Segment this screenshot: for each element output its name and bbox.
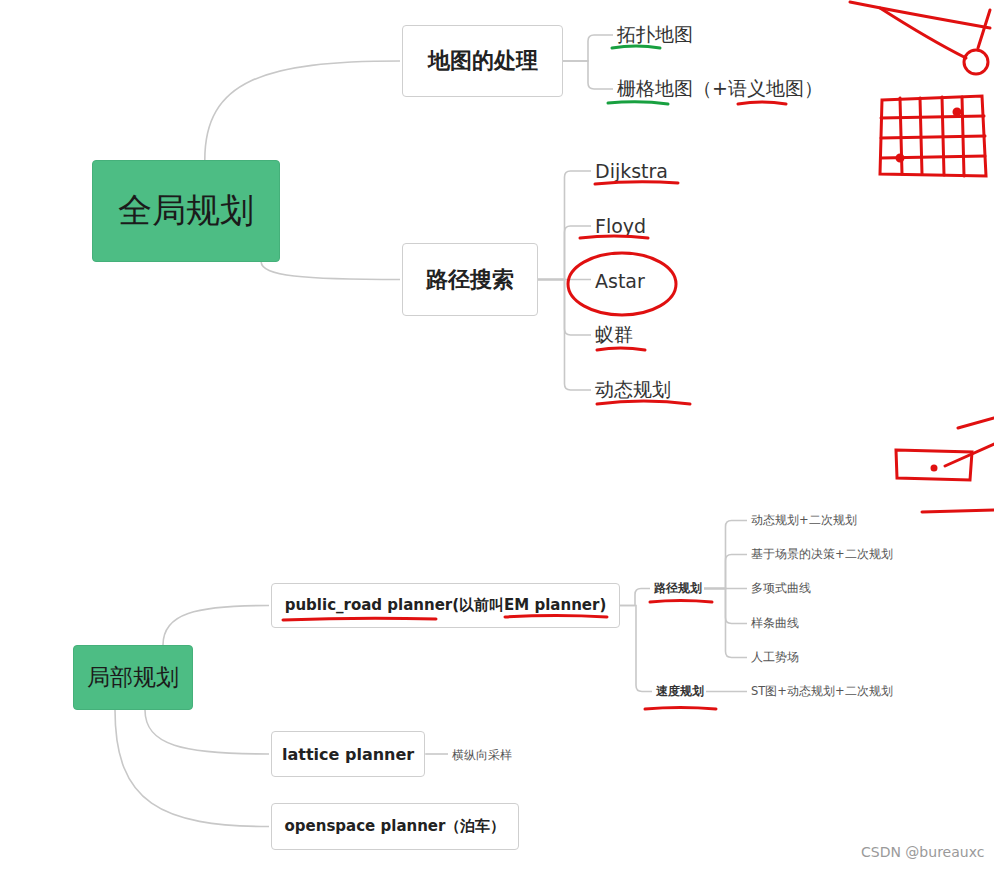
branch-line [538, 226, 591, 280]
branch-line [205, 61, 400, 160]
leaf-topic: 基于场景的决策+二次规划 [749, 546, 895, 563]
leaf-topic: Astar [593, 269, 647, 293]
topic-text: 路径搜索 [426, 265, 514, 295]
topic-box: 地图的处理 [402, 25, 563, 97]
branch-line [115, 710, 269, 827]
branch-line [563, 61, 613, 89]
branch-line [261, 262, 400, 280]
topic-box: public_road planner(以前叫EM planner) [271, 583, 620, 628]
leaf-topic: 路径规划 [652, 580, 704, 597]
branch-line [563, 35, 613, 61]
leaf-topic: 多项式曲线 [749, 580, 813, 597]
topic-box: 路径搜索 [402, 243, 538, 316]
branch-line [538, 171, 591, 280]
leaf-topic: ST图+动态规划+二次规划 [749, 683, 895, 700]
watermark: CSDN @bureauxc [861, 844, 984, 860]
topic-text: 横纵向采样 [452, 748, 512, 762]
topic-text: Floyd [595, 215, 646, 237]
topic-text: 地图的处理 [428, 46, 538, 76]
topic-text: openspace planner（泊车） [285, 817, 506, 836]
topic-text: 拓扑地图 [617, 23, 693, 45]
branch-line [620, 589, 650, 606]
topic-text: Astar [595, 270, 645, 292]
topic-text: 局部规划 [87, 662, 179, 693]
underline-marks [283, 46, 786, 709]
leaf-topic: 动态规划+二次规划 [749, 512, 859, 529]
branch-line [163, 606, 269, 646]
root-topic: 全局规划 [92, 160, 280, 262]
topic-text: 动态规划+二次规划 [751, 513, 857, 527]
topic-box: openspace planner（泊车） [271, 803, 519, 850]
topic-text: 基于场景的决策+二次规划 [751, 547, 893, 561]
leaf-topic: Floyd [593, 214, 648, 238]
topic-text: 路径规划 [654, 581, 702, 595]
topic-text: 速度规划 [656, 684, 704, 698]
topic-text: 全局规划 [118, 188, 254, 234]
branch-line [704, 521, 747, 589]
leaf-topic: 动态规划 [593, 376, 673, 404]
topic-text: 多项式曲线 [751, 581, 811, 595]
topic-text: 蚁群 [595, 323, 633, 345]
topic-text: 人工势场 [751, 650, 799, 664]
branch-line [704, 555, 747, 589]
leaf-topic: 人工势场 [749, 649, 801, 666]
topic-box: lattice planner [271, 731, 425, 777]
root-topic: 局部规划 [73, 645, 193, 710]
leaf-topic: 栅格地图（+语义地图） [615, 75, 825, 103]
branch-line [145, 710, 269, 754]
branch-line [425, 753, 448, 755]
topic-text: public_road planner(以前叫EM planner) [285, 596, 607, 615]
leaf-topic: Dijkstra [593, 159, 670, 183]
branch-line [620, 606, 652, 692]
topic-text: ST图+动态规划+二次规划 [751, 684, 893, 698]
red-sketch [850, 2, 994, 512]
topic-text: 样条曲线 [751, 616, 799, 630]
topic-text: 栅格地图（+语义地图） [617, 77, 823, 99]
branch-line [704, 589, 747, 658]
branch-line [706, 691, 747, 693]
leaf-topic: 拓扑地图 [615, 21, 695, 49]
leaf-topic: 样条曲线 [749, 615, 801, 632]
branch-line [538, 280, 591, 391]
leaf-topic: 速度规划 [654, 683, 706, 700]
topic-text: 动态规划 [595, 378, 671, 400]
topic-text: lattice planner [282, 745, 414, 764]
topic-text: Dijkstra [595, 160, 668, 182]
leaf-topic: 横纵向采样 [450, 747, 514, 764]
leaf-topic: 蚁群 [593, 321, 635, 349]
